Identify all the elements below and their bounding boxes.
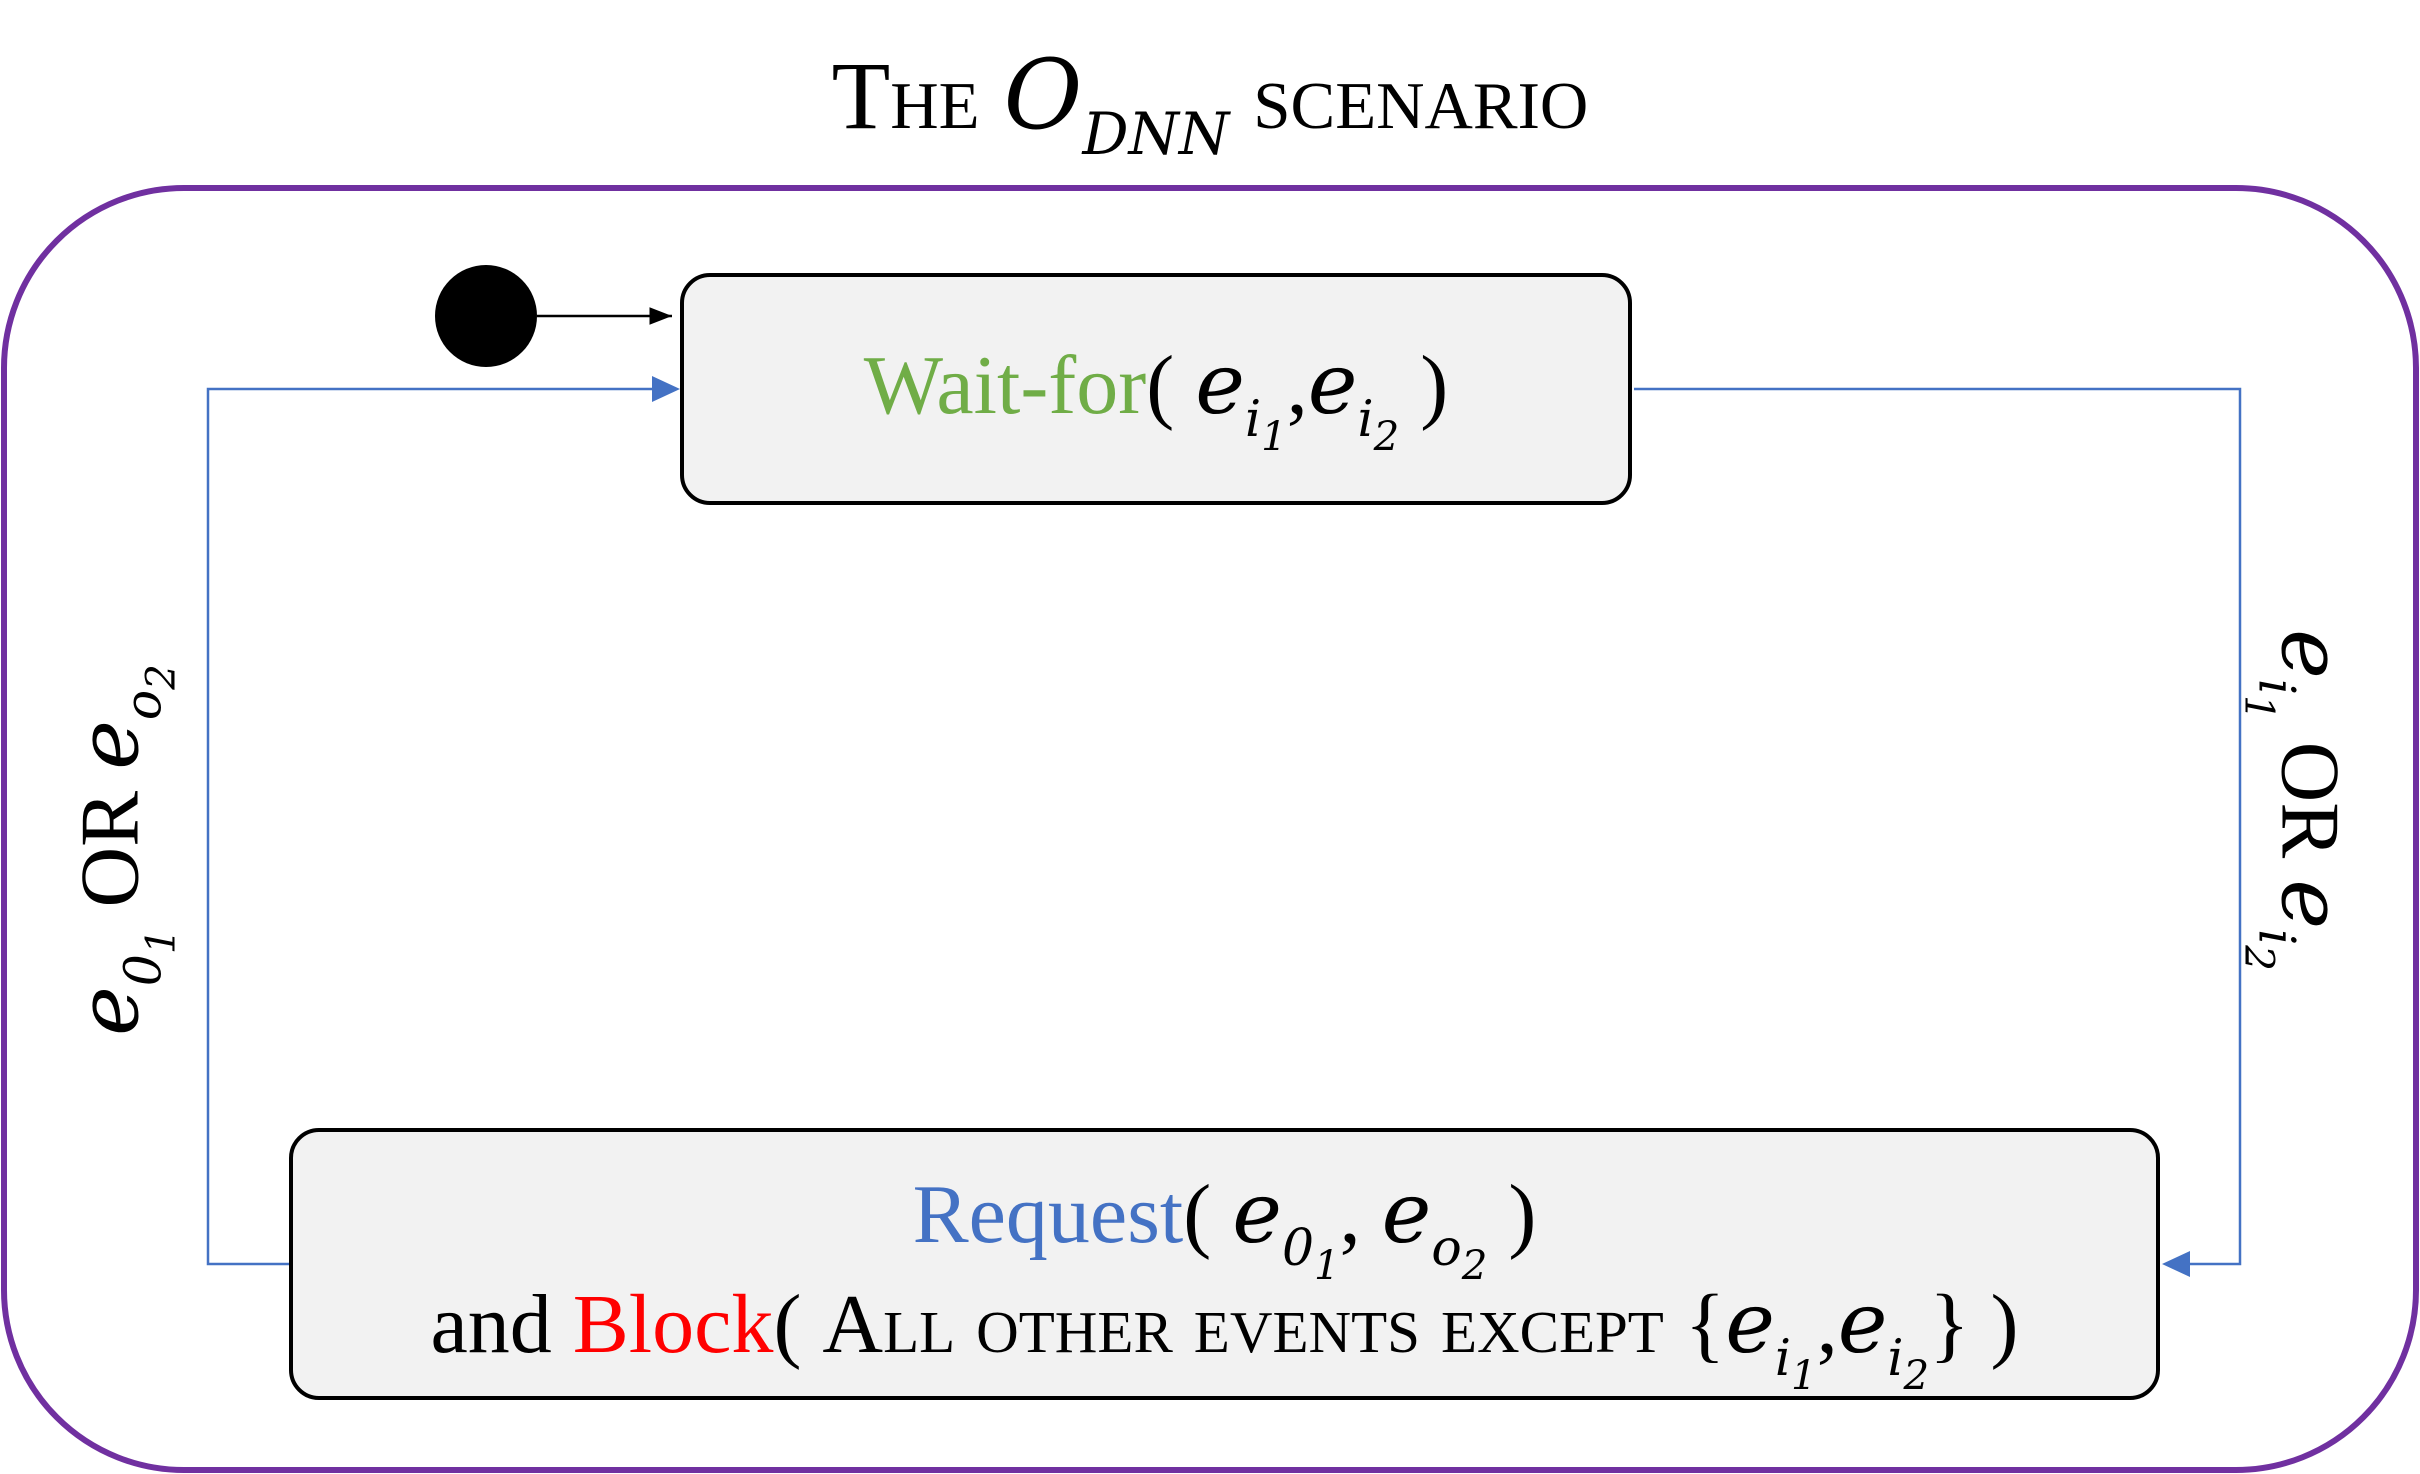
event-sub-index: 1 bbox=[2235, 694, 2283, 721]
right-or: OR bbox=[2263, 720, 2357, 880]
event-sub-index: 2 bbox=[2235, 945, 2283, 971]
left-event-2: eo2 bbox=[59, 664, 185, 770]
block-text: All other events except bbox=[822, 1278, 1664, 1371]
block-brace-close: } bbox=[1929, 1278, 1970, 1371]
event-sub: 01 bbox=[113, 928, 184, 987]
transition-request-to-wait-arrowhead bbox=[652, 376, 680, 402]
wait-for-event-2: ei2 bbox=[1307, 335, 1400, 456]
wait-for-open-paren: ( bbox=[1146, 339, 1196, 432]
event-sub-index: 2 bbox=[1373, 412, 1400, 460]
wait-for-label: Wait-for( ei1,ei2 ) bbox=[684, 335, 1628, 456]
event-var: e bbox=[2262, 629, 2361, 679]
block-prefix: and bbox=[430, 1278, 573, 1371]
event-var: e bbox=[1837, 1274, 1888, 1372]
block-event-2: ei2 bbox=[1837, 1274, 1930, 1395]
block-open-paren: ( bbox=[773, 1278, 823, 1371]
event-var: e bbox=[1195, 335, 1245, 433]
block-close-paren: ) bbox=[1969, 1278, 2019, 1371]
scenario-frame bbox=[1, 185, 2419, 1473]
event-var: e bbox=[1307, 335, 1358, 433]
event-var: e bbox=[1232, 1164, 1282, 1262]
request-label: Request( e01, eo2 ) bbox=[293, 1164, 2156, 1285]
event-var: e bbox=[59, 986, 158, 1036]
request-close-paren: ) bbox=[1487, 1168, 1537, 1261]
wait-for-state: Wait-for( ei1,ei2 ) bbox=[680, 273, 1632, 505]
event-sub-letter: i bbox=[1244, 388, 1262, 448]
event-sub: 01 bbox=[1281, 1217, 1340, 1285]
transition-wait-to-request bbox=[1634, 387, 2242, 1266]
event-sub: i2 bbox=[1357, 388, 1399, 456]
event-var: e bbox=[2262, 879, 2361, 930]
event-sub: i2 bbox=[2236, 929, 2307, 971]
block-brace-open: { bbox=[1663, 1278, 1726, 1371]
wait-for-separator: , bbox=[1286, 339, 1308, 432]
wait-for-close-paren: ) bbox=[1399, 339, 1449, 432]
event-sub-index: 1 bbox=[1261, 412, 1287, 460]
title-symbol-letter: O bbox=[1003, 39, 1083, 151]
event-sub: i2 bbox=[1887, 1327, 1929, 1395]
block-keyword: Block bbox=[572, 1278, 774, 1371]
event-sub-index: 2 bbox=[1903, 1351, 1930, 1399]
diagram-title: The ODNN scenario bbox=[0, 39, 2420, 163]
event-sub-index: 2 bbox=[137, 664, 185, 690]
event-sub-letter: i bbox=[1887, 1327, 1904, 1387]
block-event-1: ei1 bbox=[1725, 1274, 1817, 1395]
event-sub-index: 1 bbox=[1791, 1351, 1817, 1399]
title-symbol: ODNN bbox=[1003, 39, 1230, 163]
event-sub-letter: 0 bbox=[1281, 1217, 1315, 1277]
right-event-2: ei2 bbox=[2236, 879, 2361, 971]
left-event-1: e01 bbox=[59, 928, 185, 1036]
event-var: e bbox=[1381, 1164, 1432, 1262]
event-sub-letter: 0 bbox=[113, 954, 173, 987]
initial-state-dot bbox=[435, 265, 537, 367]
request-event-1: e01 bbox=[1232, 1164, 1339, 1285]
block-label: and Block( All other events except {ei1,… bbox=[293, 1274, 2156, 1395]
right-event-1: ei1 bbox=[2236, 629, 2361, 721]
wait-for-keyword: Wait-for bbox=[863, 339, 1147, 432]
title-suffix: scenario bbox=[1253, 42, 1589, 149]
request-open-paren: ( bbox=[1183, 1168, 1233, 1261]
wait-for-event-1: ei1 bbox=[1195, 335, 1287, 456]
event-var: e bbox=[59, 720, 158, 770]
left-or: OR bbox=[63, 769, 157, 929]
event-sub-index: 1 bbox=[137, 928, 185, 955]
transition-label-left: e01 OR eo2 bbox=[59, 664, 185, 1036]
request-event-2: eo2 bbox=[1381, 1164, 1488, 1285]
transition-request-to-wait bbox=[206, 387, 676, 1266]
event-sub: o2 bbox=[1431, 1217, 1487, 1285]
transition-label-right: ei1 OR ei2 bbox=[2236, 629, 2362, 971]
event-sub: i1 bbox=[1774, 1327, 1817, 1395]
event-sub-letter: i bbox=[2247, 929, 2307, 946]
request-keyword: Request bbox=[912, 1168, 1184, 1261]
request-separator: , bbox=[1339, 1168, 1382, 1261]
event-sub-letter: i bbox=[2247, 678, 2307, 695]
event-var: e bbox=[1725, 1274, 1775, 1372]
event-sub: i1 bbox=[2236, 678, 2307, 721]
event-sub-letter: i bbox=[1357, 388, 1374, 448]
block-separator: , bbox=[1816, 1278, 1838, 1371]
event-sub: o2 bbox=[113, 664, 184, 721]
transition-wait-to-request-arrowhead bbox=[2162, 1251, 2190, 1277]
title-symbol-subscript: DNN bbox=[1082, 100, 1230, 168]
event-sub-letter: i bbox=[1774, 1327, 1792, 1387]
event-sub-letter: o bbox=[1431, 1217, 1462, 1277]
event-sub-index: 1 bbox=[1314, 1241, 1340, 1289]
request-block-state: Request( e01, eo2 ) and Block( All other… bbox=[289, 1128, 2160, 1400]
event-sub: i1 bbox=[1244, 388, 1287, 456]
title-prefix: The bbox=[831, 42, 980, 149]
event-sub-letter: o bbox=[113, 689, 173, 721]
event-sub-index: 2 bbox=[1461, 1241, 1488, 1289]
